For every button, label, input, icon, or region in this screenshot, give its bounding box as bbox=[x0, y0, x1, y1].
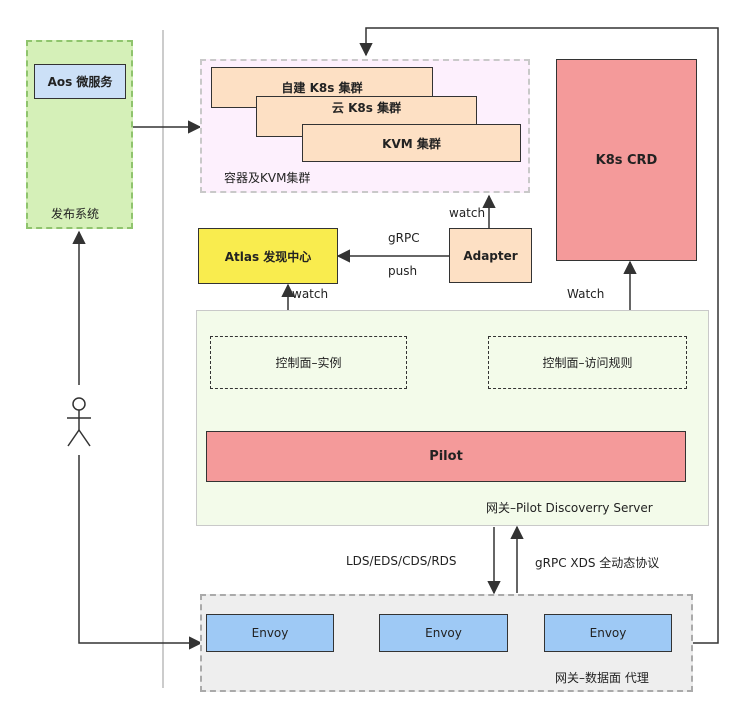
aos-service-box: Aos 微服务 bbox=[34, 64, 126, 99]
envoy-box-2: Envoy bbox=[379, 614, 508, 652]
edge-label-crd-watch: Watch bbox=[567, 287, 605, 301]
envoy-label-3: Envoy bbox=[589, 626, 627, 640]
user-icon bbox=[67, 397, 91, 447]
control-rules-label: 控制面–访问规则 bbox=[542, 356, 633, 370]
edge-label-push: push bbox=[388, 264, 418, 278]
aos-service-label: Aos 微服务 bbox=[47, 75, 113, 89]
control-instance-box: 控制面–实例 bbox=[210, 336, 407, 389]
edge-label-down: LDS/EDS/CDS/RDS bbox=[346, 554, 457, 568]
discovery-server-label: 网关–Pilot Discoverry Server bbox=[486, 501, 653, 515]
adapter-box: Adapter bbox=[449, 228, 532, 283]
k8s-crd-label: K8s CRD bbox=[595, 152, 658, 168]
data-plane-label: 网关–数据面 代理 bbox=[555, 671, 649, 685]
control-rules-box: 控制面–访问规则 bbox=[488, 336, 687, 389]
edge-label-adapter-watch: watch bbox=[449, 206, 486, 220]
cluster-cloud-label: 云 K8s 集群 bbox=[331, 101, 402, 115]
discovery-server-group bbox=[196, 310, 709, 526]
cluster-kvm: KVM 集群 bbox=[302, 124, 521, 162]
control-instance-label: 控制面–实例 bbox=[275, 356, 342, 370]
envoy-label-2: Envoy bbox=[425, 626, 462, 640]
cluster-self-built-label: 自建 K8s 集群 bbox=[281, 81, 363, 95]
envoy-box-3: Envoy bbox=[544, 614, 672, 652]
arrow-envoy-to-clusters bbox=[359, 27, 719, 644]
adapter-label: Adapter bbox=[463, 248, 518, 263]
atlas-label: Atlas 发现中心 bbox=[224, 249, 312, 264]
arrow-user-to-envoy bbox=[78, 455, 203, 650]
cluster-kvm-label: KVM 集群 bbox=[382, 136, 441, 151]
cluster-group-label: 容器及KVM集群 bbox=[224, 171, 311, 185]
pilot-box: Pilot bbox=[206, 431, 686, 482]
atlas-box: Atlas 发现中心 bbox=[198, 228, 338, 284]
envoy-label-1: Envoy bbox=[251, 626, 289, 640]
envoy-box-1: Envoy bbox=[206, 614, 334, 652]
pilot-label: Pilot bbox=[429, 449, 463, 464]
edge-label-grpc: gRPC bbox=[388, 231, 420, 245]
edge-label-up: gRPC XDS 全动态协议 bbox=[535, 556, 660, 570]
edge-label-atlas-watch: watch bbox=[292, 287, 329, 301]
release-system-label: 发布系统 bbox=[51, 207, 100, 221]
k8s-crd-box: K8s CRD bbox=[556, 59, 697, 261]
